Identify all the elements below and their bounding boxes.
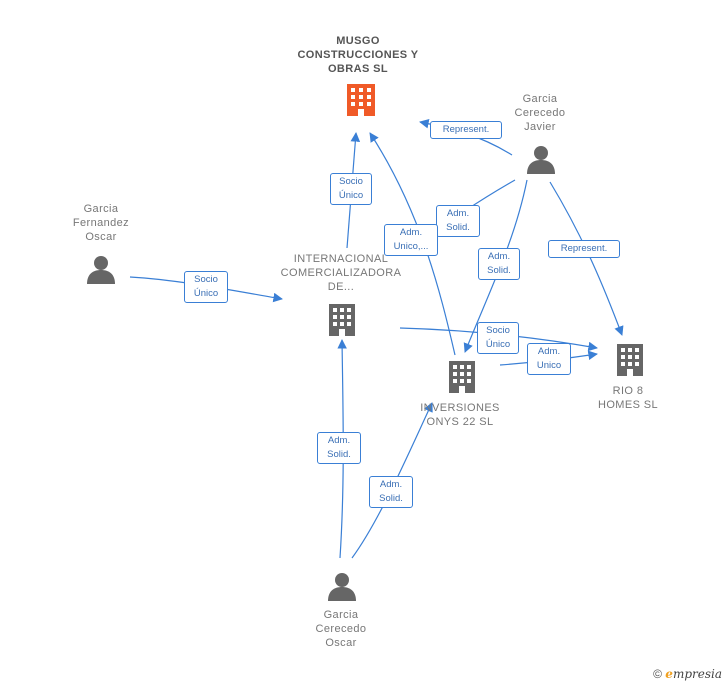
- node-label-internacional[interactable]: INTERNACIONAL COMERCIALIZADORA DE...: [280, 253, 402, 293]
- person-icon: [527, 146, 555, 174]
- edge-label-adm-solid[interactable]: Adm. Solid.: [478, 248, 520, 280]
- node-label-inversiones[interactable]: INVERSIONES ONYS 22 SL: [420, 402, 500, 428]
- node-label-garcia-oscar[interactable]: Garcia Cerecedo Oscar: [315, 609, 367, 649]
- building-icon: [329, 304, 355, 336]
- node-label-garcia-fernandez[interactable]: Garcia Fernandez Oscar: [72, 203, 130, 243]
- node-label-garcia-javier[interactable]: Garcia Cerecedo Javier: [514, 93, 566, 133]
- edge-label-socio-unico[interactable]: Socio Único: [477, 322, 519, 354]
- node-label-musgo[interactable]: MUSGO CONSTRUCCIONES Y OBRAS SL: [297, 35, 419, 75]
- edge-label-represent[interactable]: Represent.: [548, 240, 620, 258]
- edge-label-adm-solid[interactable]: Adm. Solid.: [317, 432, 361, 464]
- building-icon: [347, 84, 375, 116]
- building-icon: [617, 344, 643, 376]
- edge-label-adm-solid[interactable]: Adm. Solid.: [436, 205, 480, 237]
- node-label-rio8[interactable]: RIO 8 HOMES SL: [597, 385, 659, 411]
- edge-label-adm-unico-trunc[interactable]: Adm. Unico,...: [384, 224, 438, 256]
- edge-label-represent[interactable]: Represent.: [430, 121, 502, 139]
- copyright-symbol: ©: [653, 667, 662, 681]
- empresia-logo[interactable]: empresia: [665, 667, 722, 681]
- copyright-footer: © empresia: [653, 667, 722, 681]
- person-icon: [328, 573, 356, 601]
- edge-label-adm-solid[interactable]: Adm. Solid.: [369, 476, 413, 508]
- person-icon: [87, 256, 115, 284]
- edge-javier-rio8: [549, 181, 624, 336]
- building-icon: [449, 361, 475, 393]
- edge-label-socio-unico[interactable]: Socio Único: [184, 271, 228, 303]
- edge-label-adm-unico[interactable]: Adm. Unico: [527, 343, 571, 375]
- edge-label-socio-unico[interactable]: Socio Único: [330, 173, 372, 205]
